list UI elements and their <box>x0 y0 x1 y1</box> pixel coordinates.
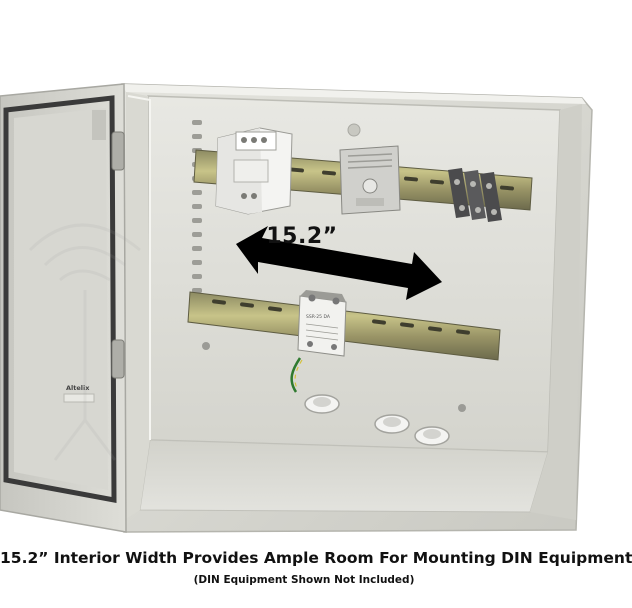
ground-wire <box>290 357 303 393</box>
relay-label: SSR-25 DA <box>306 314 331 320</box>
terminal-blocks <box>448 168 502 222</box>
sub-caption: (DIN Equipment Shown Not Included) <box>193 574 415 586</box>
door-hinges <box>111 131 125 379</box>
power-supply-module <box>215 127 293 215</box>
width-dimension-label: 15.2” <box>266 224 338 249</box>
width-arrow <box>236 226 442 300</box>
watermark-logo <box>28 223 141 461</box>
cable-glands <box>202 342 466 446</box>
door-brand-label: Altelix <box>66 384 90 392</box>
enclosure-door: Altelix <box>0 83 127 533</box>
thermostat-module <box>339 145 401 215</box>
solid-state-relay: SSR-25 DA <box>297 290 347 357</box>
enclosure-photo: SSR-25 DA Altelix <box>0 83 593 533</box>
main-caption: 15.2” Interior Width Provides Ample Room… <box>0 549 632 567</box>
